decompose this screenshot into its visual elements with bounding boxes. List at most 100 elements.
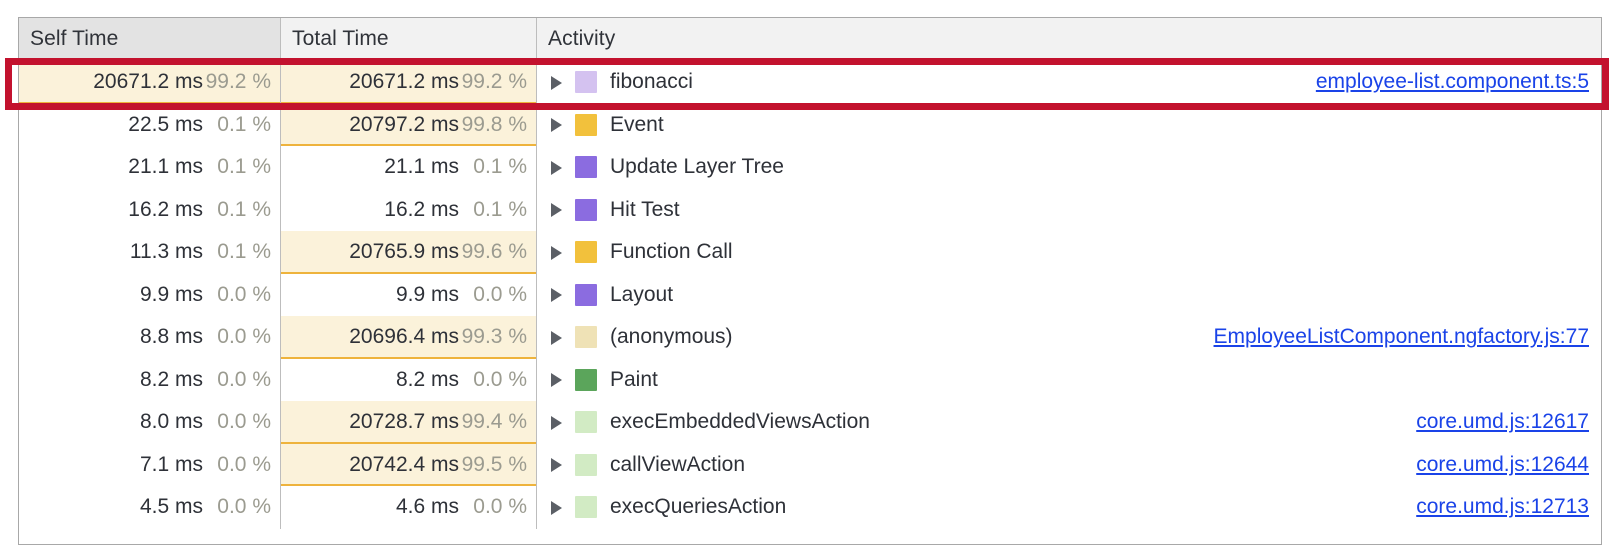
activity-content: Update Layer Tree [537, 146, 1601, 189]
cell-activity: callViewAction core.umd.js:12644 [537, 444, 1601, 487]
self-time-percent: 0.1 % [217, 155, 271, 179]
self-time-ms: 8.2 ms [139, 367, 203, 391]
activity-content: Layout [537, 274, 1601, 317]
activity-label: execQueriesAction [610, 495, 787, 519]
column-header-self-time[interactable]: Self Time [19, 18, 281, 60]
swatch-rendering-purple [575, 198, 597, 221]
cell-activity: Hit Test [537, 189, 1601, 232]
self-time-percent: 0.1 % [217, 240, 271, 264]
total-time-percent: 99.6 % [461, 240, 527, 264]
activity-label: Layout [610, 282, 674, 306]
total-time-ms: 21.1 ms [384, 155, 459, 179]
total-time-percent: 0.1 % [473, 155, 527, 179]
expand-triangle-icon[interactable] [548, 244, 565, 261]
swatch-event-gold [575, 113, 597, 136]
table-header-row: Self Time Total Time Activity [19, 18, 1601, 61]
total-time-ms: 20671.2 ms [349, 70, 459, 94]
expand-triangle-icon[interactable] [548, 201, 565, 218]
self-time-ms: 8.0 ms [139, 410, 203, 434]
table-row[interactable]: 21.1 ms 0.1 % 21.1 ms 0.1 % Update Layer Tre… [19, 146, 1601, 189]
expand-triangle-icon[interactable] [548, 414, 565, 431]
self-time-ms: 11.3 ms [129, 240, 203, 264]
column-header-total-time[interactable]: Total Time [281, 18, 537, 60]
activity-content: execEmbeddedViewsAction core.umd.js:12617 [537, 401, 1601, 444]
total-time-ms: 20765.9 ms [349, 240, 459, 264]
expand-triangle-icon[interactable] [548, 499, 565, 516]
expand-triangle-icon[interactable] [548, 456, 565, 473]
total-time-percent: 0.0 % [473, 282, 527, 306]
self-time-value-group: 21.1 ms 0.1 % [19, 146, 280, 189]
expand-triangle-icon[interactable] [548, 286, 565, 303]
cell-activity: (anonymous)EmployeeListComponent.ngfacto… [537, 316, 1601, 359]
activity-content: Function Call [537, 231, 1601, 274]
activity-content: execQueriesAction core.umd.js:12713 [537, 486, 1601, 529]
column-header-activity[interactable]: Activity [537, 18, 1601, 60]
source-location-link[interactable]: core.umd.js:12713 [1416, 495, 1589, 519]
self-time-ms: 4.5 ms [139, 495, 203, 519]
self-time-ms: 8.8 ms [139, 325, 203, 349]
total-time-value-group: 21.1 ms 0.1 % [281, 146, 536, 189]
swatch-painting-green [575, 368, 597, 391]
total-time-ms: 20742.4 ms [349, 452, 459, 476]
expand-triangle-icon[interactable] [548, 74, 565, 91]
activity-content: (anonymous)EmployeeListComponent.ngfacto… [537, 316, 1601, 359]
performance-bottom-up-table: Self Time Total Time Activity 20671.2 ms… [18, 17, 1602, 545]
self-time-percent: 0.0 % [217, 495, 271, 519]
activity-label: execEmbeddedViewsAction [610, 410, 870, 434]
total-time-percent: 99.5 % [461, 452, 527, 476]
self-time-percent: 0.1 % [217, 112, 271, 136]
total-time-percent: 0.1 % [473, 197, 527, 221]
self-time-ms: 9.9 ms [139, 282, 203, 306]
expand-triangle-icon[interactable] [548, 329, 565, 346]
expand-triangle-icon[interactable] [548, 159, 565, 176]
self-time-ms: 21.1 ms [128, 155, 203, 179]
self-time-percent: 0.0 % [217, 367, 271, 391]
expand-triangle-icon[interactable] [548, 371, 565, 388]
self-time-percent: 0.0 % [217, 452, 271, 476]
cell-activity: Paint [537, 359, 1601, 402]
table-row[interactable]: 8.2 ms 0.0 %8.2 ms 0.0 % Paint [19, 358, 1601, 402]
self-time-value-group: 8.2 ms 0.0 % [19, 359, 280, 402]
activity-label: Paint [610, 367, 658, 391]
source-location-link[interactable]: EmployeeListComponent.ngfactory.js:77 [1213, 325, 1589, 349]
self-time-percent: 0.0 % [217, 282, 271, 306]
cell-self-time: 21.1 ms 0.1 % [19, 146, 281, 189]
activity-label: callViewAction [610, 452, 746, 476]
source-location-link[interactable]: employee-list.component.ts:5 [1315, 70, 1589, 94]
cell-self-time: 9.9 ms 0.0 % [19, 273, 281, 317]
source-location-link[interactable]: core.umd.js:12617 [1416, 410, 1589, 434]
activity-label: Hit Test [610, 197, 680, 221]
self-time-value-group: 9.9 ms 0.0 % [19, 274, 280, 317]
cell-activity: execEmbeddedViewsAction core.umd.js:12617 [537, 401, 1601, 444]
source-location-link[interactable]: core.umd.js:12644 [1416, 452, 1589, 476]
cell-activity: Function Call [537, 231, 1601, 274]
expand-triangle-icon[interactable] [548, 116, 565, 133]
